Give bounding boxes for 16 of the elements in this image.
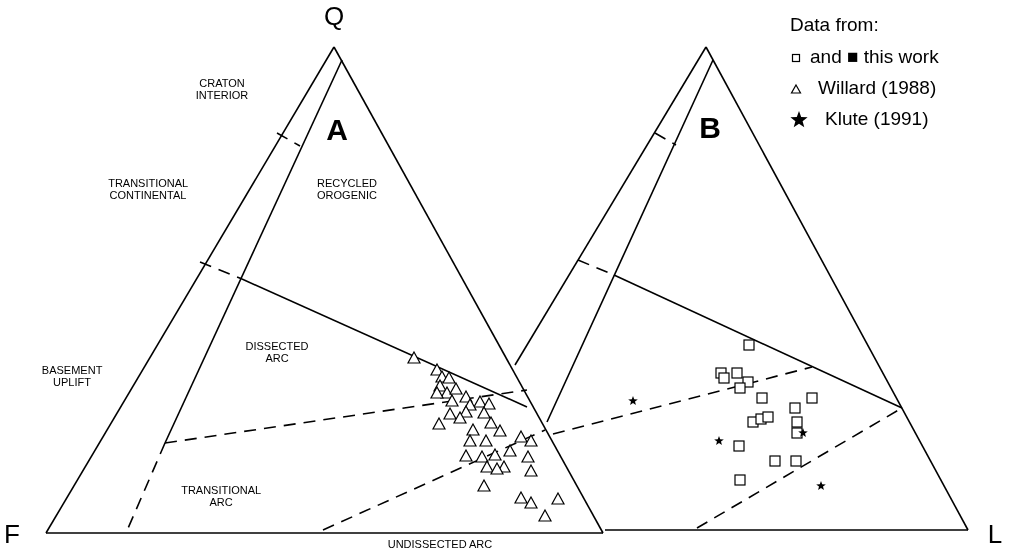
field-label: TRANSITIONAL ARC bbox=[181, 485, 261, 509]
panel-label: B bbox=[699, 112, 721, 144]
field-label: DISSECTED ARC bbox=[245, 341, 309, 365]
legend-heading: Data from: bbox=[790, 14, 879, 36]
axis-label: Q bbox=[323, 3, 345, 31]
field-label: UNDISSECTED ARC bbox=[387, 539, 493, 551]
panel-label: A bbox=[326, 114, 348, 146]
field-label: RECYCLED OROGENIC bbox=[317, 178, 377, 202]
legend-text: Willard (1988) bbox=[818, 77, 937, 99]
axis-label: L bbox=[987, 521, 1003, 549]
field-label: CRATON INTERIOR bbox=[195, 78, 249, 102]
field-label: BASEMENT UPLIFT bbox=[41, 365, 103, 389]
field-label: TRANSITIONAL CONTINENTAL bbox=[108, 178, 188, 202]
legend-text: and ■ this work bbox=[810, 46, 939, 68]
axis-label: F bbox=[4, 521, 20, 549]
legend-text: Klute (1991) bbox=[825, 108, 929, 130]
